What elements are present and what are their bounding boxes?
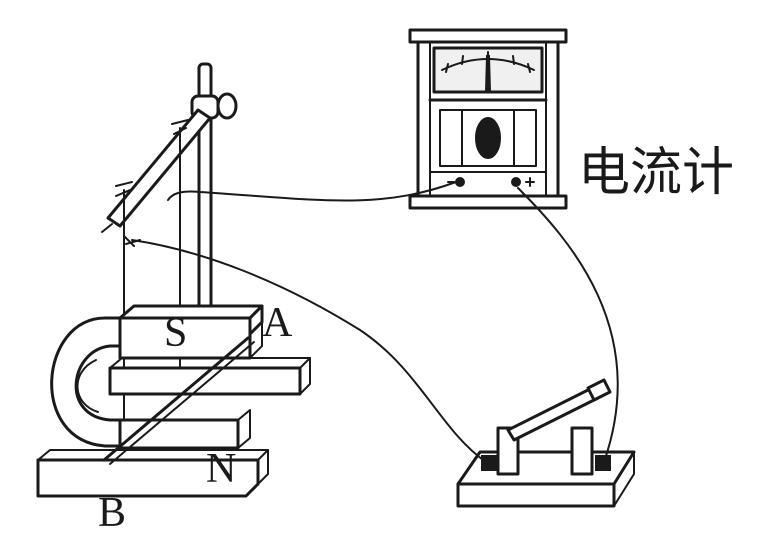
support-stand <box>101 62 238 332</box>
label-galvanometer: 电流计 <box>578 143 734 203</box>
wire-galvanometer-to-stand <box>167 181 457 202</box>
switch-base <box>456 482 616 508</box>
horseshoe-magnet <box>36 304 311 498</box>
galvanometer <box>408 28 568 210</box>
wire-rod-to-switch <box>131 239 487 463</box>
label-end-a: A <box>262 300 293 346</box>
galvanometer-terminal-right <box>511 177 521 187</box>
conductor-rod-ab <box>102 336 255 465</box>
galvanometer-needle <box>484 55 492 93</box>
label-pole-s: S <box>164 310 187 356</box>
wire-galvanometer-to-switch <box>517 187 619 463</box>
knife-switch <box>456 378 636 508</box>
magnet-base-plate <box>36 458 260 498</box>
galvanometer-terminal-left <box>455 177 465 187</box>
galvanometer-coil <box>475 117 501 159</box>
connecting-wires <box>131 181 619 463</box>
label-end-b: B <box>98 490 126 534</box>
label-pole-n: N <box>206 446 236 492</box>
magnet-pole-south <box>118 304 264 320</box>
magnet-pole-north <box>108 366 302 396</box>
